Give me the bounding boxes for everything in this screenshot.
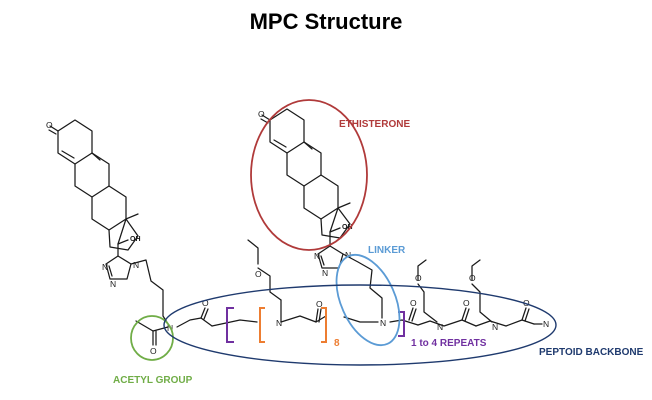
peptoid-backbone-label: PEPTOID BACKBONE (539, 347, 644, 358)
backbone-chain (176, 299, 543, 328)
right-triazole-n3: N (345, 250, 351, 260)
left-triazole-n3: N (133, 260, 139, 270)
repeat-unit-brackets (226, 307, 405, 343)
backbone-carbonyl-o3: O (463, 298, 470, 308)
ethisterone-label: ETHISTERONE (339, 119, 410, 130)
right-triazole-n2: N (322, 268, 328, 278)
repeat-count-label: 8 (334, 338, 340, 349)
ethisterone-highlight-ellipse (250, 99, 368, 251)
side-chain-2-oxygen: O (415, 273, 422, 283)
left-hydroxyl-label: OH (130, 236, 141, 243)
repeat-unit-nitrogen: N (276, 318, 282, 328)
backbone-n2: N (437, 322, 443, 332)
left-ketone-oxygen: O (46, 120, 53, 130)
linker-highlight-ellipse (335, 253, 401, 347)
backbone-carbonyl-o4: O (523, 298, 530, 308)
side-chain-1-oxygen: O (255, 269, 262, 279)
left-ethisterone-molecule (48, 119, 171, 328)
backbone-carbonyl-o2: O (410, 298, 417, 308)
backbone-carbonyl-o1: O (202, 298, 209, 308)
figure-title: MPC Structure (249, 9, 403, 34)
peptoid-backbone-ellipse (163, 284, 557, 366)
acetyl-highlight-circle (130, 315, 174, 361)
repeat-unit-carbonyl-o: O (316, 299, 323, 309)
right-triazole-n1: N (314, 251, 320, 261)
linker-label: LINKER (368, 245, 406, 256)
methoxyethyl-side-chains (247, 239, 493, 323)
repeats-label: 1 to 4 REPEATS (411, 338, 487, 349)
right-ethisterone-molecule (260, 108, 383, 319)
backbone-n3: N (492, 322, 498, 332)
backbone-c-terminal-n: N (543, 319, 549, 329)
acetyl-group-structure (135, 320, 169, 346)
right-ketone-oxygen: O (258, 109, 265, 119)
acetyl-oxygen: O (150, 346, 157, 356)
side-chain-3-oxygen: O (469, 273, 476, 283)
acetyl-group-label: ACETYL GROUP (113, 375, 193, 386)
right-hydroxyl-label: OH (342, 224, 353, 231)
linker-nitrogen: N (380, 318, 386, 328)
left-triazole-n2: N (110, 279, 116, 289)
left-triazole-n1: N (102, 262, 108, 272)
